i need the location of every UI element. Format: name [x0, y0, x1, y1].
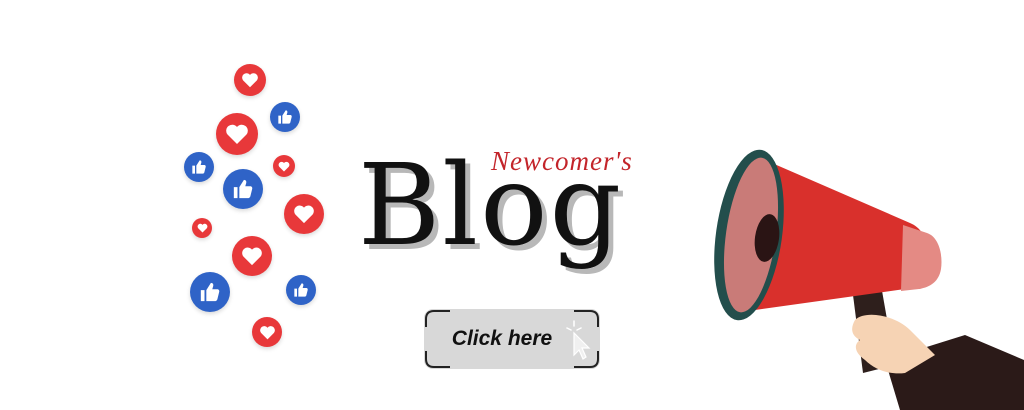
blog-subtitle: Newcomer's	[491, 146, 633, 176]
blog-title: Blog	[358, 141, 624, 271]
click-here-button[interactable]: Click here	[424, 309, 600, 369]
click-here-label: Click here	[451, 327, 553, 350]
thumbs-up-reaction-icon	[223, 169, 263, 209]
thumbs-up-reaction-icon	[270, 102, 300, 132]
thumbs-up-reaction-icon	[286, 275, 316, 305]
thumbs-up-reaction-icon	[184, 152, 214, 182]
heart-reaction-icon	[192, 218, 212, 238]
megaphone-icon	[714, 149, 1024, 410]
thumbs-up-reaction-icon	[190, 272, 230, 312]
heart-reaction-icon	[252, 317, 282, 347]
heart-reaction-icon	[234, 64, 266, 96]
click-cursor-icon	[566, 320, 591, 360]
heart-reaction-icon	[232, 236, 272, 276]
heart-reaction-icon	[284, 194, 324, 234]
heart-reaction-icon	[273, 155, 295, 177]
heart-reaction-icon	[216, 113, 258, 155]
